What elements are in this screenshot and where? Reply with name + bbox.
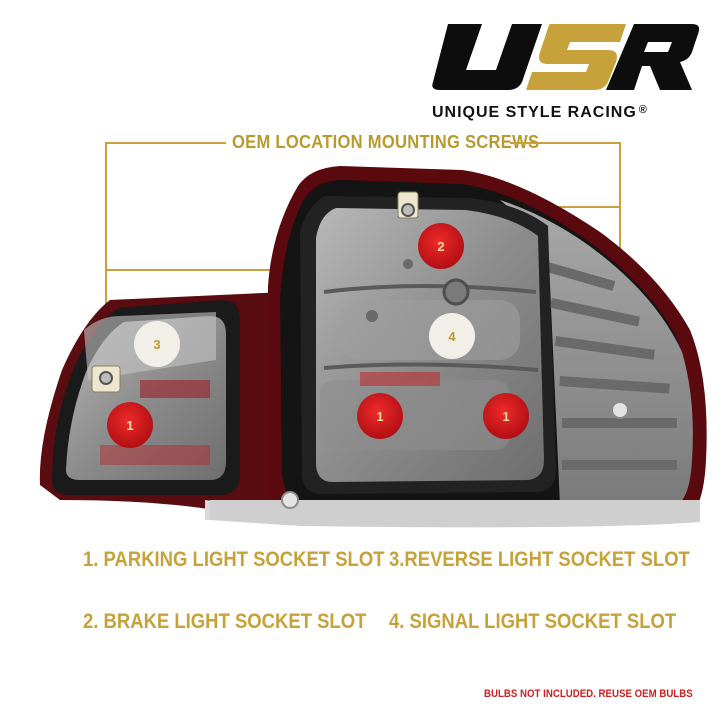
- svg-text:1: 1: [376, 409, 383, 424]
- marker-1-right: 1: [483, 393, 529, 439]
- svg-text:4: 4: [448, 329, 456, 344]
- screw-left: [91, 365, 121, 393]
- legend-item-reverse: 3.REVERSE LIGHT SOCKET SLOT: [389, 548, 690, 571]
- mounting-screws: [91, 191, 629, 509]
- legend-item-brake: 2. BRAKE LIGHT SOCKET SLOT: [83, 610, 367, 633]
- screw-top: [397, 191, 419, 219]
- legend-item-parking: 1. PARKING LIGHT SOCKET SLOT: [83, 548, 385, 571]
- svg-text:2: 2: [437, 239, 444, 254]
- usr-logo-mark: [432, 24, 700, 90]
- svg-text:1: 1: [502, 409, 509, 424]
- svg-text:1: 1: [126, 418, 133, 433]
- marker-2: 2: [418, 223, 464, 269]
- screw-right: [611, 401, 629, 419]
- housing-fins: [545, 262, 677, 470]
- screw-bottom: [281, 491, 299, 509]
- diagram-title: OEM LOCATION MOUNTING SCREWS: [232, 132, 540, 152]
- bulb-note: BULBS NOT INCLUDED. REUSE OEM BULBS: [484, 688, 693, 700]
- socket-markers: 1 1 1 2 3 4: [107, 223, 529, 448]
- brand-name: UNIQUE STYLE RACING®: [432, 104, 648, 121]
- marker-1-center: 1: [357, 393, 403, 439]
- marker-4: 4: [429, 313, 475, 359]
- marker-1-left: 1: [107, 402, 153, 448]
- marker-3: 3: [134, 321, 180, 367]
- svg-text:3: 3: [153, 337, 160, 352]
- brand-logo: UNIQUE STYLE RACING®: [430, 20, 700, 121]
- legend-item-signal: 4. SIGNAL LIGHT SOCKET SLOT: [389, 610, 677, 633]
